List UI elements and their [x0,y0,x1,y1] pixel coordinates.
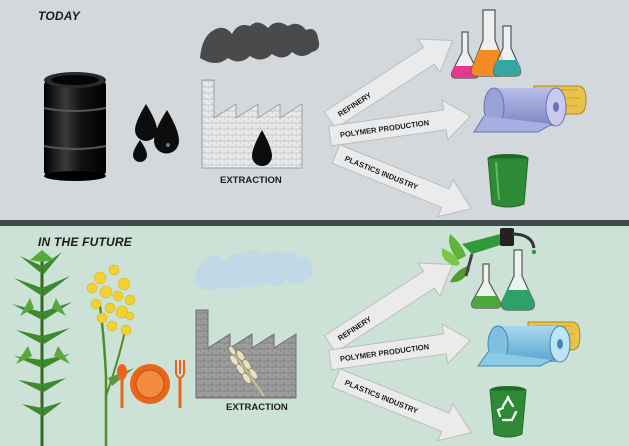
smoke-cloud-icon [200,22,320,64]
today-panel: TODAY [0,0,629,220]
plastic-rolls-icon [477,321,581,367]
extraction-label: EXTRACTION [226,402,288,413]
today-title: TODAY [38,9,80,23]
rapeseed-plant-icon [86,264,136,446]
plastics-industry-arrow: PLASTICS INDUSTRY [331,144,473,218]
future-panel: IN THE FUTURE [0,226,629,446]
future-title: IN THE FUTURE [38,235,132,249]
recycling-bin-icon [489,386,527,438]
fuel-nozzle-icon [441,228,537,283]
chemistry-flasks-icon [470,249,535,311]
factory-wheat-icon [195,309,297,399]
chemistry-flasks-icon [450,9,522,79]
polymer-production-arrow: POLYMER PRODUCTION [328,99,472,147]
factory-icon [201,79,303,169]
plastic-rolls-icon [473,85,587,133]
hemp-plant-icon [12,250,72,446]
today-illustration: REFINERY POLYMER PRODUCTION PLASTICS IND… [43,9,587,218]
cutlery-plate-icon [117,360,185,408]
today-arrows: REFINERY POLYMER PRODUCTION PLASTICS IND… [323,38,473,218]
polymer-production-arrow: POLYMER PRODUCTION [328,323,472,371]
extraction-label: EXTRACTION [220,175,282,186]
plastics-industry-arrow: PLASTICS INDUSTRY [331,368,473,442]
plastic-bucket-icon [487,154,529,208]
future-illustration: REFINERY POLYMER PRODUCTION PLASTICS IND… [12,228,581,446]
steam-cloud-icon [194,250,314,291]
oil-drops-icon [133,104,179,162]
oil-barrel-icon [43,72,107,181]
section-divider [0,220,629,226]
